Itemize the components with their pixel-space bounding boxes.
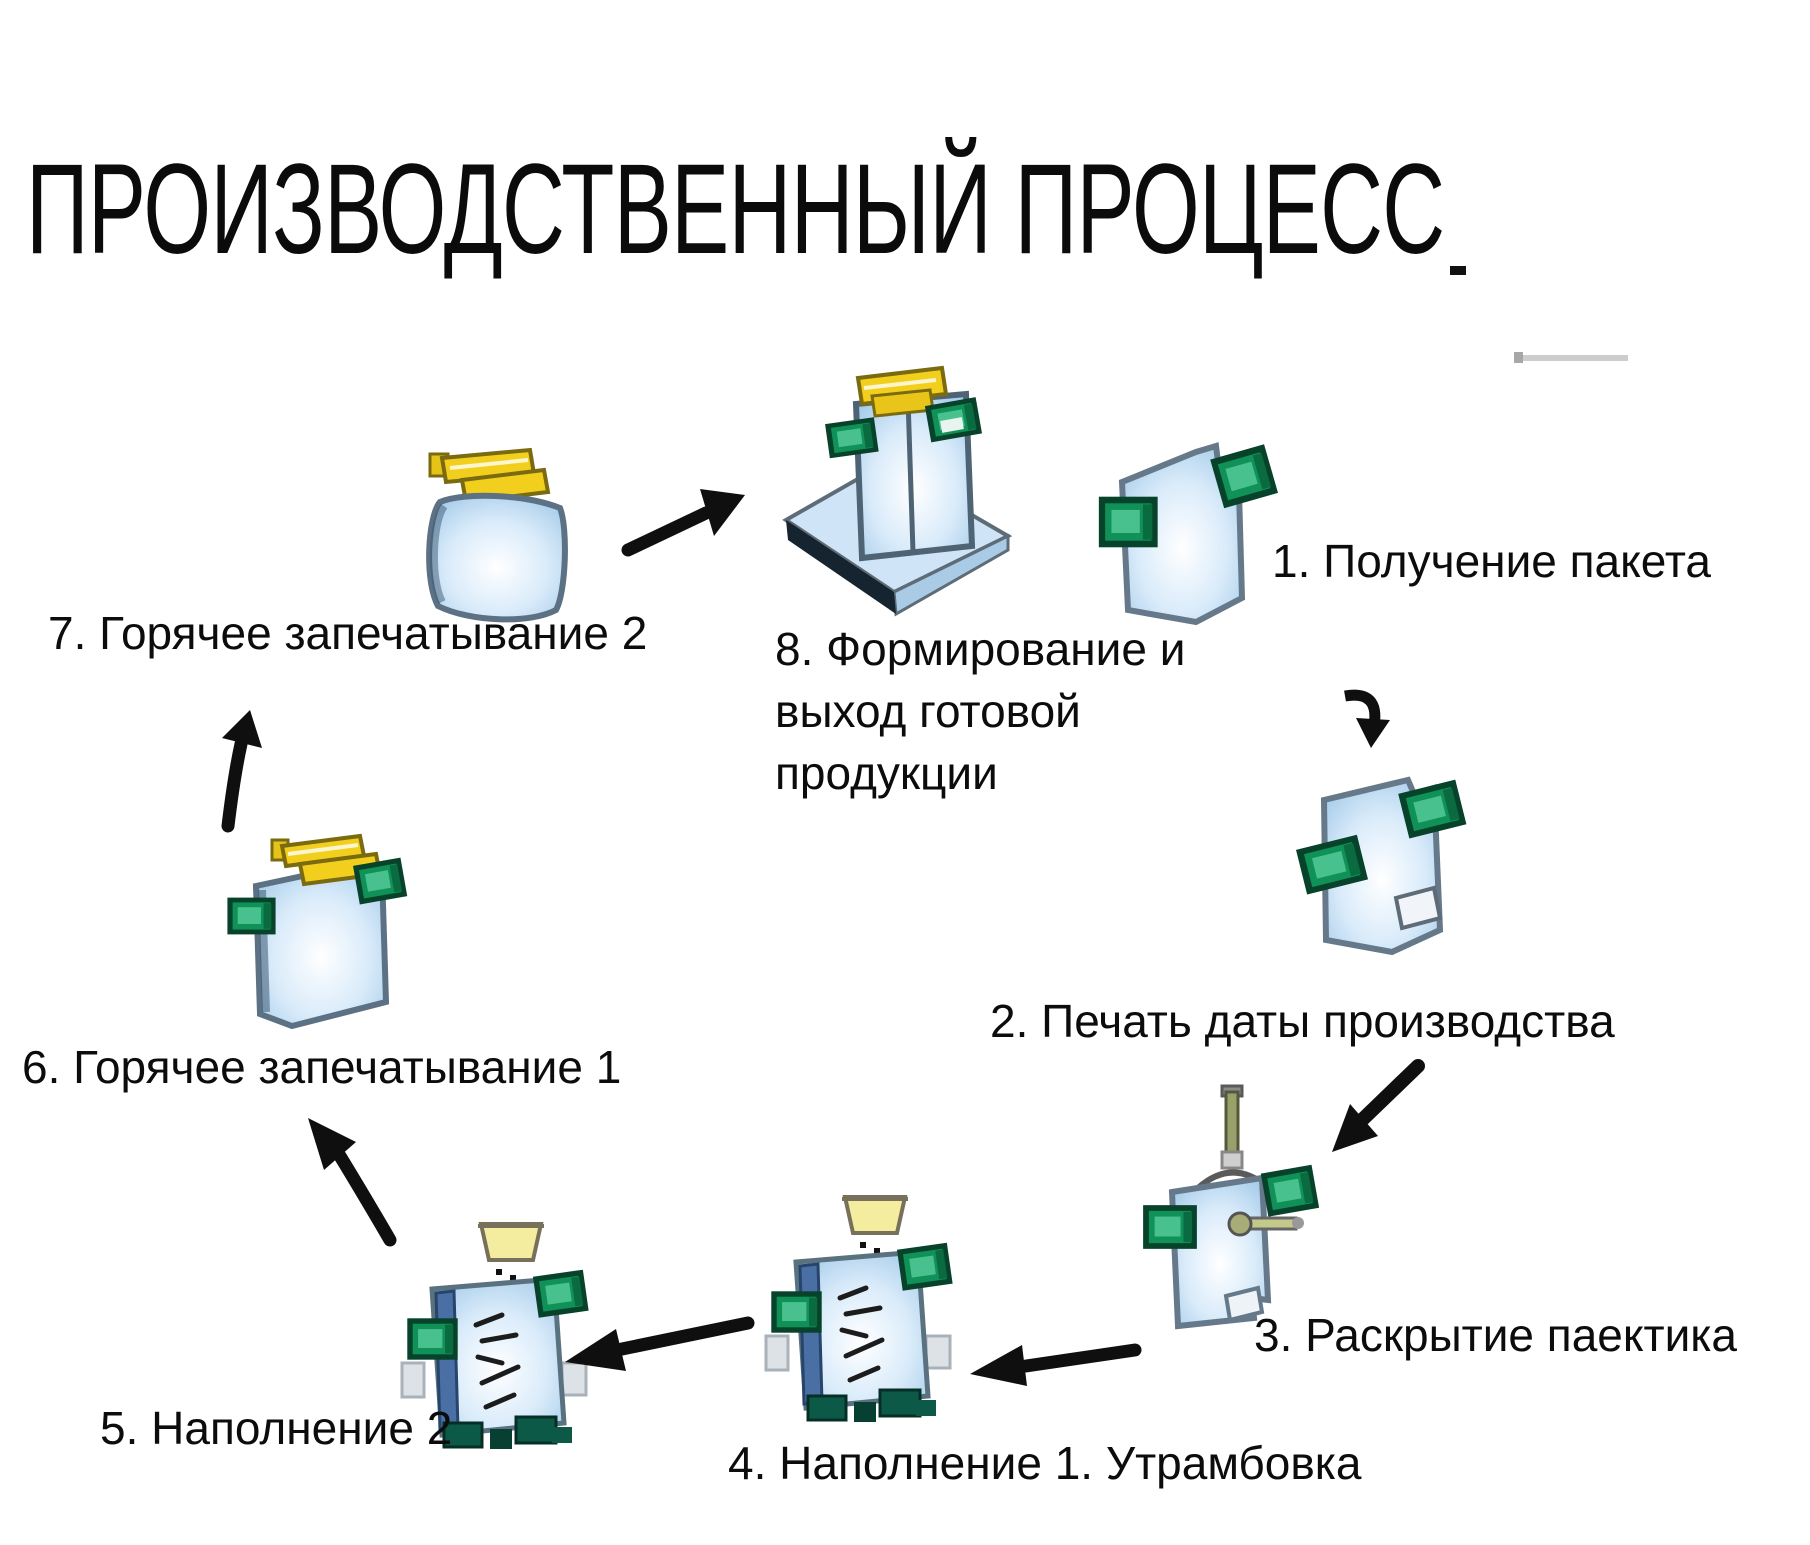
step-1-label: 1. Получение пакета bbox=[1272, 535, 1711, 587]
arrow-6-to-7-icon bbox=[221, 710, 262, 833]
arrow-5-to-6-icon bbox=[308, 1118, 397, 1247]
step-7-heat-sealed-bag-icon bbox=[426, 447, 568, 623]
step-8-bag-on-tray-icon bbox=[782, 365, 1013, 617]
step-6-heat-sealed-bag-icon bbox=[230, 833, 404, 1030]
page-title: ПРОИЗВОДСТВЕННЫЙ ПРОЦЕСС bbox=[26, 138, 1445, 281]
step-1-bag-icon bbox=[1102, 442, 1274, 626]
step-2-bag-icon bbox=[1300, 776, 1463, 956]
arrow-2-to-3-icon bbox=[1332, 1059, 1425, 1152]
step-5-label: 5. Наполнение 2 bbox=[100, 1402, 453, 1454]
step-3-label: 3. Раскрытие паектика bbox=[1254, 1309, 1737, 1361]
arrow-1-to-2-icon bbox=[1344, 689, 1390, 748]
step-8-label: 8. Формирование и выход готовой продукци… bbox=[775, 623, 1186, 799]
arrow-3-to-4-icon bbox=[970, 1343, 1142, 1386]
flow-arrows bbox=[221, 489, 1425, 1386]
artifact-gray-cap bbox=[1514, 352, 1523, 363]
artifact-gray-line bbox=[1518, 355, 1628, 361]
arrow-4-to-5-icon bbox=[565, 1316, 755, 1371]
step-4-filling-machine-icon bbox=[766, 1197, 950, 1422]
step-2-label: 2. Печать даты производства bbox=[990, 995, 1615, 1047]
artifact-black-tick bbox=[1450, 266, 1466, 275]
step-3-bag-on-holder-icon bbox=[1146, 1084, 1316, 1330]
step-7-label: 7. Горячее запечатывание 2 bbox=[48, 607, 648, 659]
arrow-7-to-8-icon bbox=[621, 489, 745, 557]
step-4-label: 4. Наполнение 1. Утрамбовка bbox=[728, 1437, 1362, 1489]
step-6-label: 6. Горячее запечатывание 1 bbox=[22, 1041, 622, 1093]
